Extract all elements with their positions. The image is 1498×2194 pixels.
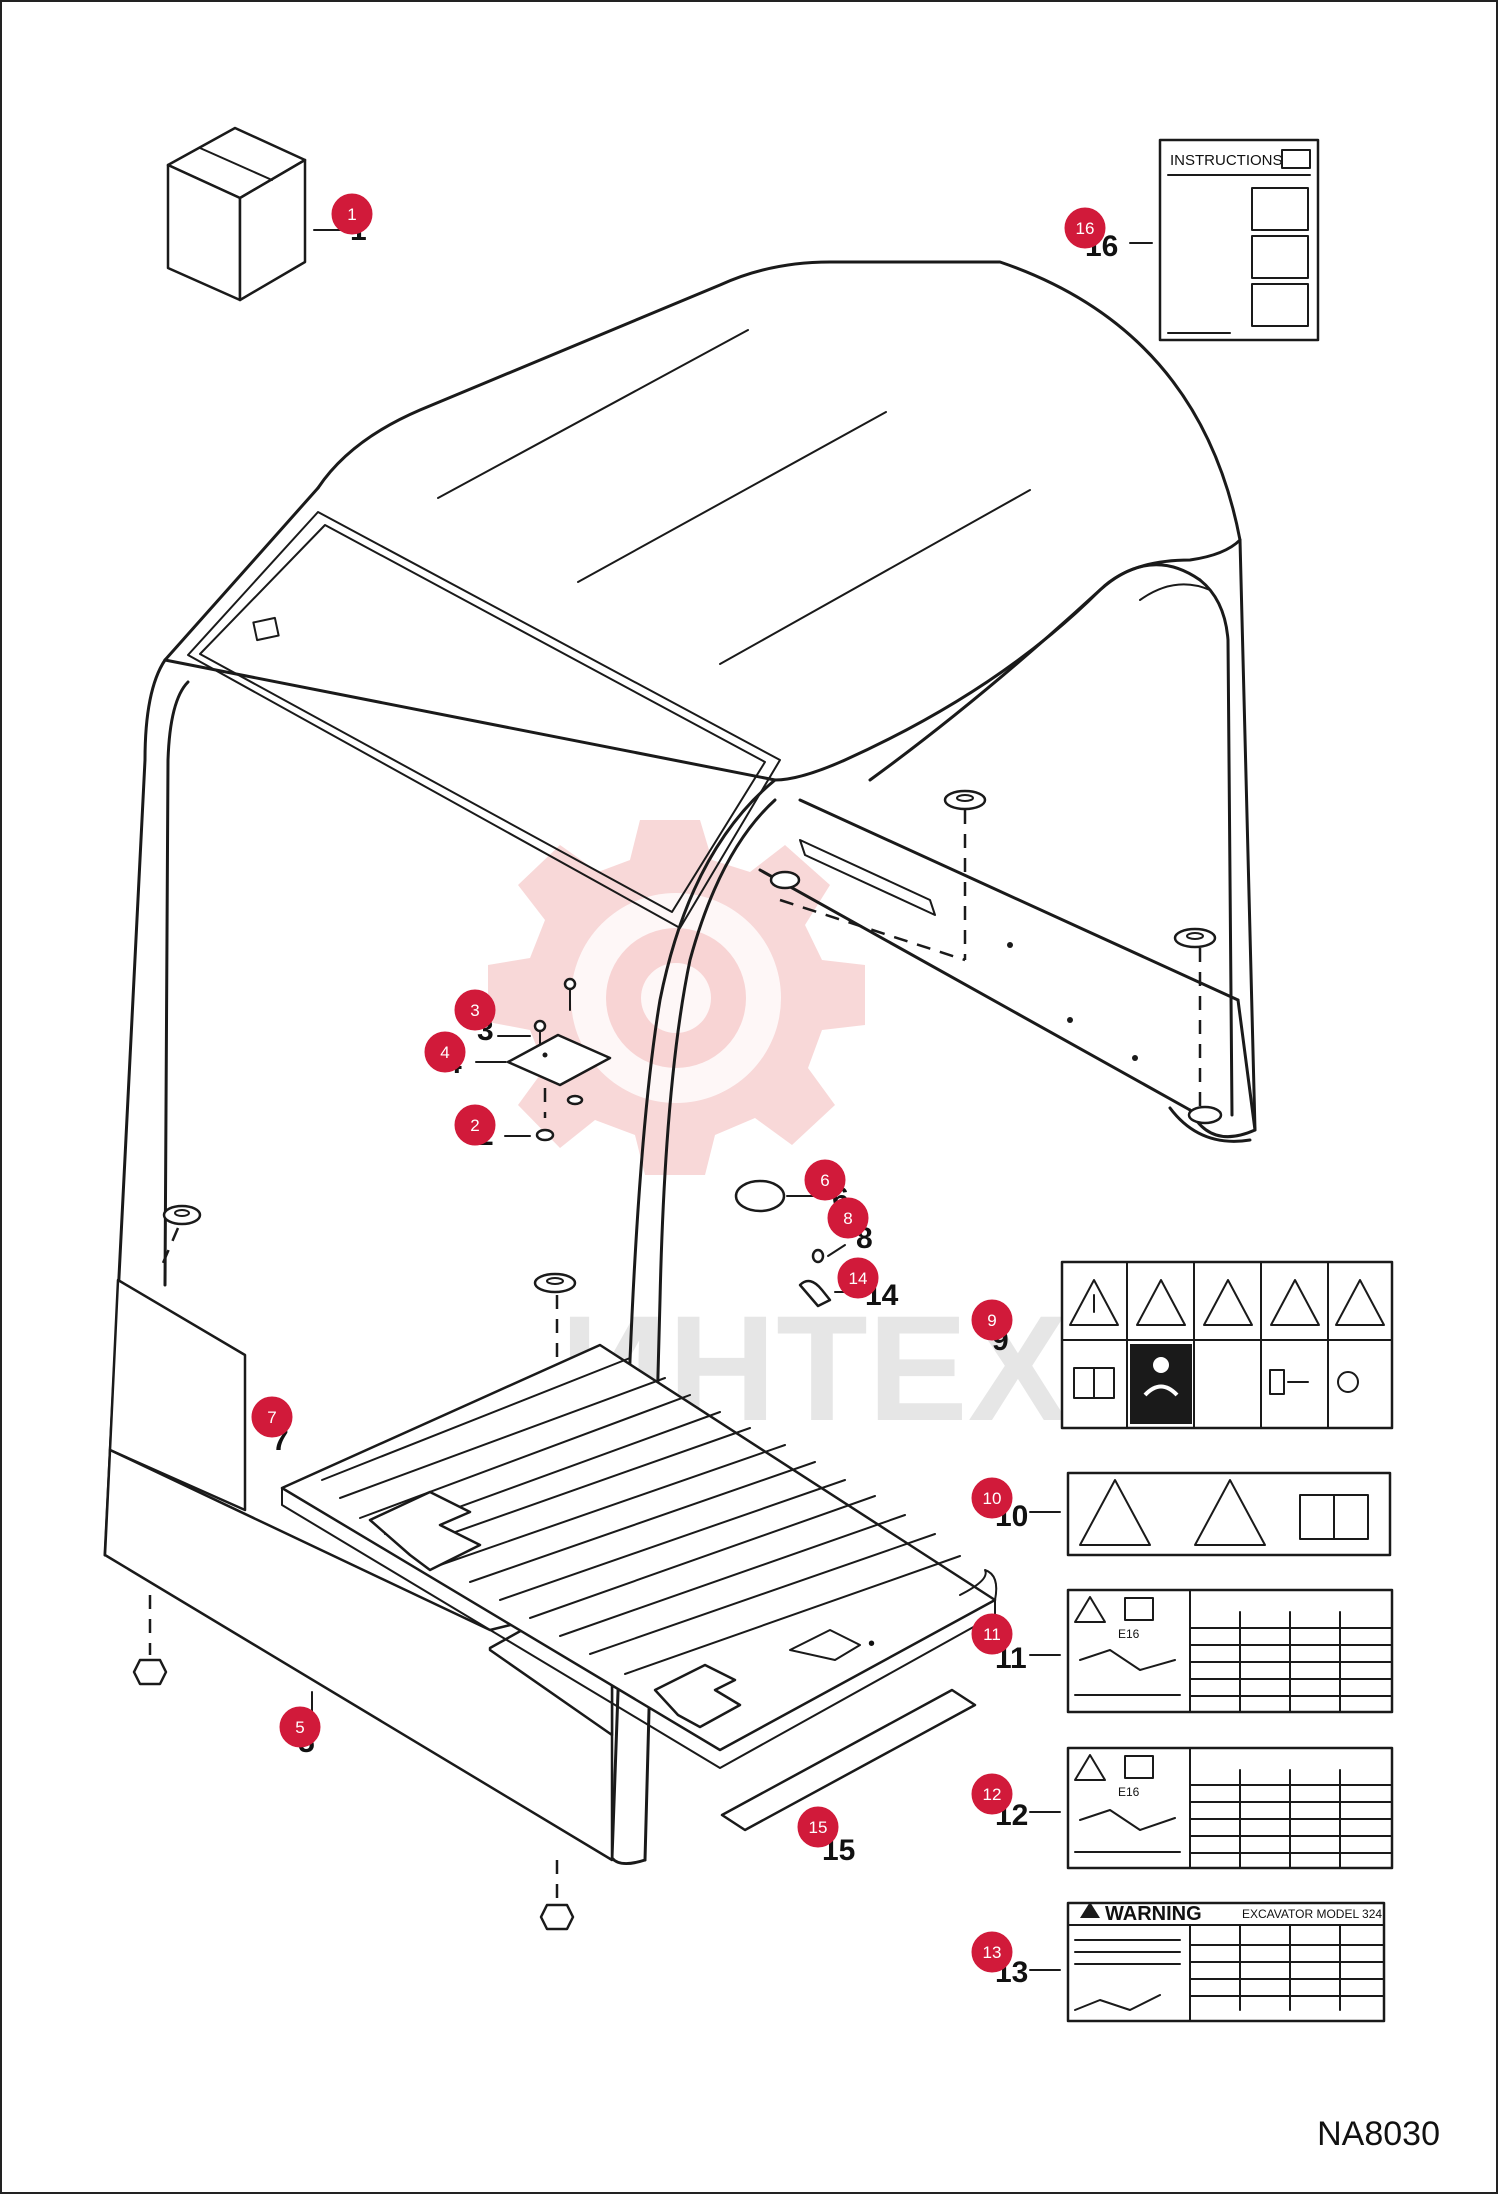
part-9-safety-decal — [1060, 1260, 1394, 1430]
badge-6[interactable]: 6 — [804, 1159, 846, 1201]
svg-text:3: 3 — [470, 1001, 479, 1020]
hardware-parts-2-3-4 — [475, 977, 612, 1142]
badge-7[interactable]: 7 — [251, 1396, 293, 1438]
svg-text:9: 9 — [987, 1311, 996, 1330]
svg-text:15: 15 — [809, 1818, 828, 1837]
svg-text:8: 8 — [843, 1209, 852, 1228]
part-16-instructions-sheet: INSTRUCTIONS — [1129, 138, 1320, 342]
part-1-box — [166, 126, 361, 302]
part-11-load-chart-decal: E16 — [1029, 1588, 1394, 1714]
excavator-model-label: EXCAVATOR MODEL 324 — [1242, 1907, 1382, 1921]
part-15-strip — [720, 1688, 977, 1832]
decal-11-model: E16 — [1118, 1627, 1140, 1641]
svg-text:2: 2 — [470, 1116, 479, 1135]
svg-text:•: • — [868, 1633, 875, 1655]
badge-14[interactable]: 14 — [837, 1257, 879, 1299]
badge-15[interactable]: 15 — [797, 1806, 839, 1848]
canopy-frame — [103, 260, 1257, 1931]
svg-text:5: 5 — [295, 1718, 304, 1737]
watermark-gear-logo — [488, 820, 865, 1175]
svg-text:11: 11 — [983, 1625, 1001, 1644]
badge-16[interactable]: 16 — [1064, 207, 1106, 249]
callout-badges: 1 2 3 4 5 6 7 8 9 10 11 12 13 14 15 16 — [251, 193, 1106, 1973]
badge-4[interactable]: 4 — [424, 1031, 466, 1073]
warning-label: WARNING — [1105, 1903, 1202, 1925]
svg-text:16: 16 — [1076, 219, 1095, 238]
instructions-label: INSTRUCTIONS — [1170, 152, 1283, 169]
part-10-safety-decal — [1029, 1471, 1392, 1557]
decal-12-model: E16 — [1118, 1785, 1140, 1799]
badge-9[interactable]: 9 — [971, 1299, 1013, 1341]
svg-text:1: 1 — [347, 205, 356, 224]
badge-10[interactable]: 10 — [971, 1477, 1013, 1519]
svg-text:13: 13 — [983, 1943, 1002, 1962]
svg-text:14: 14 — [849, 1269, 868, 1288]
badge-2[interactable]: 2 — [454, 1104, 496, 1146]
svg-text:10: 10 — [983, 1489, 1002, 1508]
svg-text:4: 4 — [440, 1043, 449, 1062]
badge-5[interactable]: 5 — [279, 1706, 321, 1748]
badge-13[interactable]: 13 — [971, 1931, 1013, 1973]
badge-8[interactable]: 8 — [827, 1197, 869, 1239]
badge-3[interactable]: 3 — [454, 989, 496, 1031]
part-13-warning-decal: WARNING EXCAVATOR MODEL 324 — [1029, 1901, 1386, 2023]
svg-text:12: 12 — [983, 1785, 1002, 1804]
badge-1[interactable]: 1 — [331, 193, 373, 235]
diagram-code: NA8030 — [1317, 2115, 1440, 2153]
part-7-floor-mat: • — [280, 1343, 998, 1769]
badge-12[interactable]: 12 — [971, 1773, 1013, 1815]
svg-text:6: 6 — [820, 1171, 829, 1190]
svg-text:7: 7 — [267, 1408, 276, 1427]
part-12-load-chart-decal: E16 — [1029, 1746, 1394, 1870]
badge-11[interactable]: 11 — [971, 1613, 1013, 1655]
